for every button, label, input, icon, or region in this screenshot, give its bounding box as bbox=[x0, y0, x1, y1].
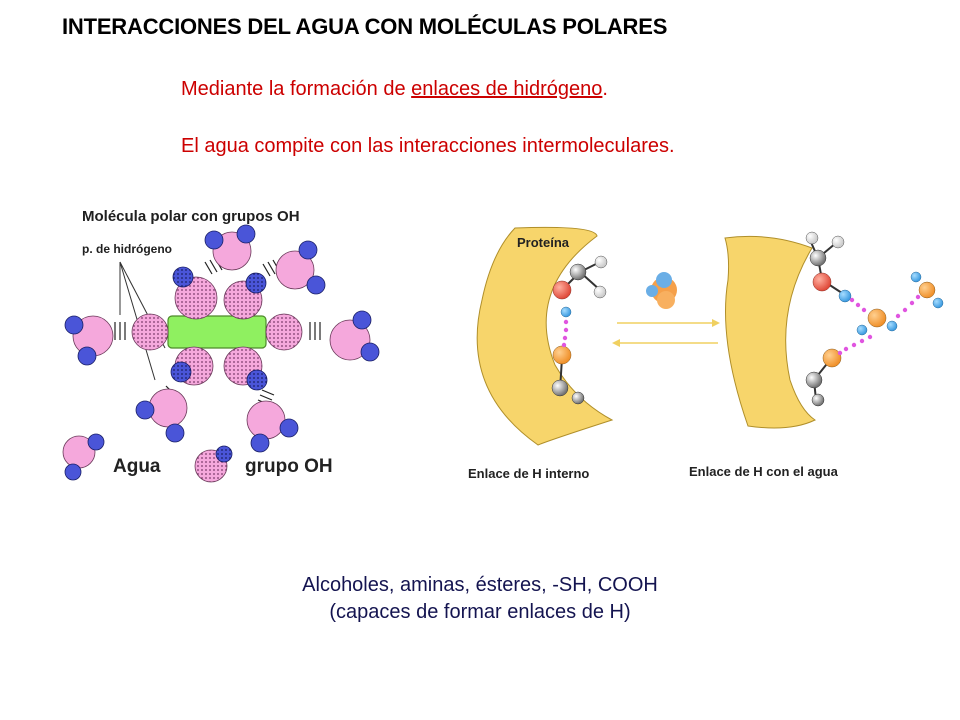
subtitle-line: Mediante la formación de enlaces de hidr… bbox=[181, 78, 608, 101]
legend-water: Agua bbox=[62, 433, 161, 481]
polar-molecule-diagram: Molécula polar con grupos OH p. de hidró… bbox=[62, 208, 380, 483]
hydrogen-bonds-link: enlaces de hidrógeno bbox=[411, 78, 603, 100]
water-hbond-dots bbox=[837, 294, 921, 356]
subtitle-suffix: . bbox=[602, 78, 608, 100]
oh-hydrogen-icon bbox=[215, 445, 233, 463]
subtitle-prefix: Mediante la formación de bbox=[181, 78, 412, 100]
functional-groups-list: Alcoholes, aminas, ésteres, -SH, COOH bbox=[302, 574, 658, 596]
page-title: INTERACCIONES DEL AGUA CON MOLÉCULAS POL… bbox=[62, 14, 668, 39]
polar-molecule-core bbox=[167, 315, 267, 349]
internal-hbond-dots bbox=[561, 319, 569, 348]
oh-group-label: grupo OH bbox=[245, 456, 333, 477]
protein-internal-shape bbox=[476, 226, 614, 446]
legend-oh-group: grupo OH bbox=[194, 445, 333, 483]
polar-molecule-heading: Molécula polar con grupos OH bbox=[82, 208, 300, 225]
equilibrium-arrows bbox=[612, 319, 720, 347]
competition-line: El agua compite con las interacciones in… bbox=[181, 135, 675, 157]
oh-groups bbox=[131, 266, 303, 391]
protein-label: Proteína bbox=[517, 235, 570, 250]
protein-water-shape bbox=[724, 235, 817, 429]
footer-text: Alcoholes, aminas, ésteres, -SH, COOH (c… bbox=[0, 572, 960, 626]
free-water-molecule bbox=[646, 272, 677, 309]
water-hydrogen-icon bbox=[87, 433, 105, 451]
reverse-arrowhead bbox=[612, 339, 620, 347]
water-bond-atoms bbox=[805, 231, 944, 407]
internal-bond-caption: Enlace de H interno bbox=[468, 466, 589, 481]
hydrogen-bond-figure: Molécula polar con grupos OH p. de hidró… bbox=[62, 208, 944, 483]
water-hydrogen-icon bbox=[64, 463, 82, 481]
functional-groups-note: (capaces de formar enlaces de H) bbox=[329, 601, 631, 623]
forward-arrowhead bbox=[712, 319, 720, 327]
internal-bond-atoms bbox=[551, 255, 608, 405]
protein-hbond-diagram: Proteína bbox=[468, 226, 944, 481]
water-label: Agua bbox=[113, 456, 161, 477]
hydrogen-bond-label: p. de hidrógeno bbox=[82, 242, 172, 256]
water-bond-caption: Enlace de H con el agua bbox=[689, 464, 839, 479]
water-molecules bbox=[64, 224, 380, 453]
